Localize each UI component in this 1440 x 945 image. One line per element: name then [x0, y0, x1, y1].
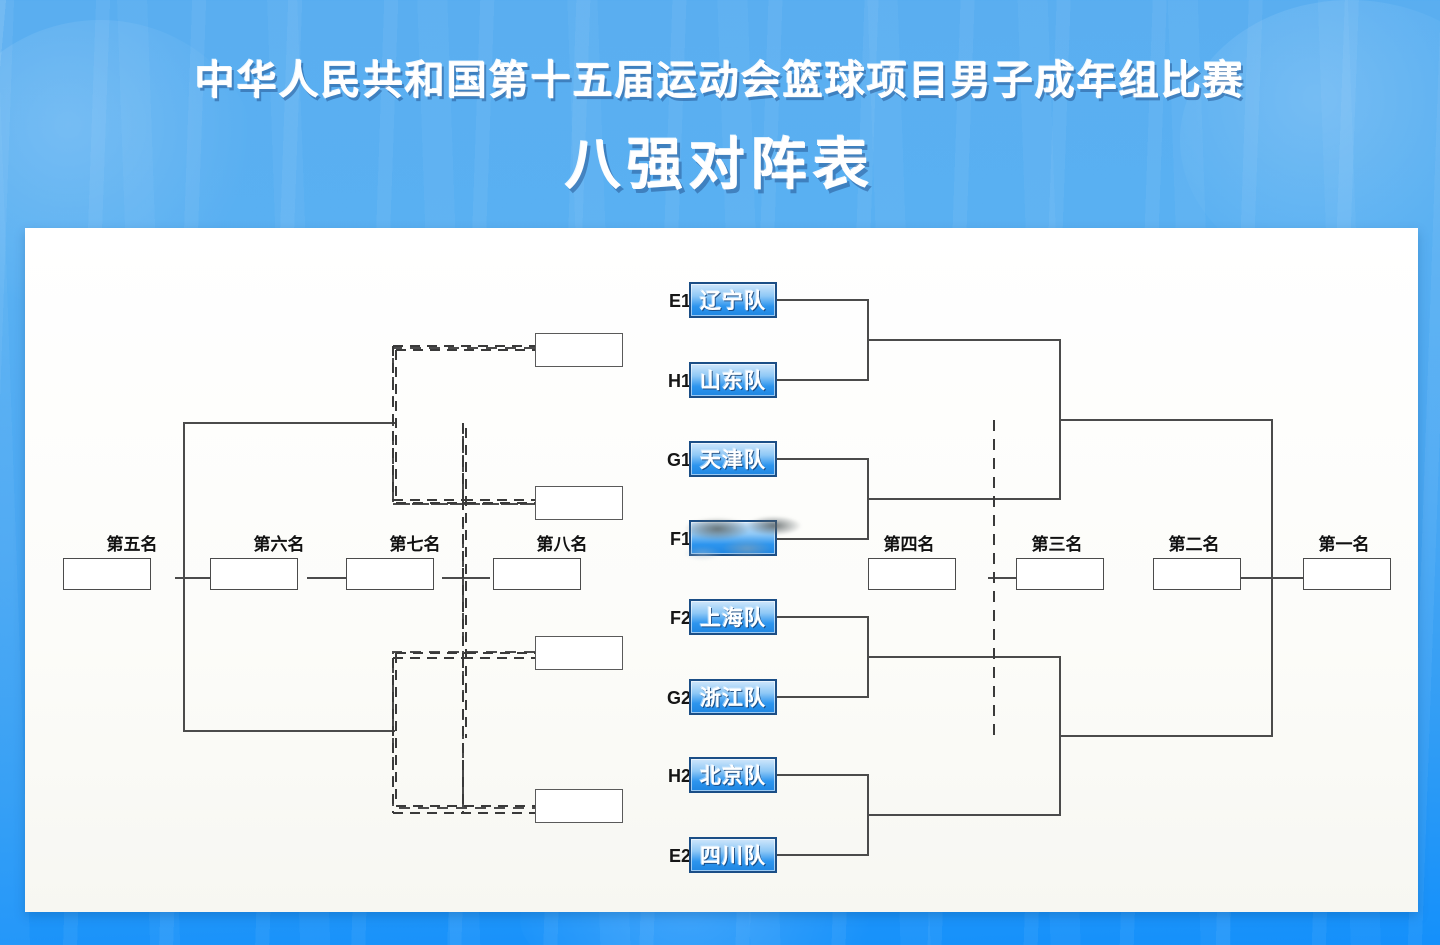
placement-slot-3[interactable]	[1016, 558, 1104, 590]
team-chip-g1[interactable]: 天津队	[689, 441, 777, 477]
seed-label-e2: E2	[668, 846, 691, 866]
result-box-l3[interactable]	[535, 636, 623, 670]
team-chip-h2[interactable]: 北京队	[689, 757, 777, 793]
bracket-lines-dashed-exact	[395, 349, 995, 807]
seed-label-h2: H2	[667, 766, 691, 786]
team-chip-e1[interactable]: 辽宁队	[689, 282, 777, 318]
seed-label-e1: E1	[668, 291, 691, 311]
placement-label-3: 第三名	[1031, 535, 1083, 554]
team-chip-f2[interactable]: 上海队	[689, 599, 777, 635]
placement-slot-6[interactable]	[210, 558, 298, 590]
placement-label-2: 第二名	[1168, 535, 1220, 554]
bracket-canvas	[25, 228, 1418, 912]
placement-slot-7[interactable]	[346, 558, 434, 590]
placement-slot-5[interactable]	[63, 558, 151, 590]
seed-label-h1: H1	[667, 371, 691, 391]
result-box-l1[interactable]	[535, 333, 623, 367]
placement-slot-4[interactable]	[868, 558, 956, 590]
placement-slot-1[interactable]	[1303, 558, 1391, 590]
bracket-lines-dashed	[392, 345, 535, 814]
placement-label-7: 第七名	[389, 535, 441, 554]
placement-label-6: 第六名	[253, 535, 305, 554]
page-header: 中华人民共和国第十五届运动会篮球项目男子成年组比赛 八强对阵表	[0, 0, 1440, 222]
page-subtitle: 八强对阵表	[565, 133, 875, 196]
team-chip-h1[interactable]: 山东队	[689, 362, 777, 398]
team-chip-f1[interactable]	[689, 520, 777, 556]
team-chip-g2[interactable]: 浙江队	[689, 679, 777, 715]
placement-label-5: 第五名	[106, 535, 158, 554]
result-box-l2[interactable]	[535, 486, 623, 520]
team-chip-e2[interactable]: 四川队	[689, 837, 777, 873]
placement-label-4: 第四名	[883, 535, 935, 554]
seed-label-g2: G2	[666, 688, 691, 708]
seed-label-g1: G1	[666, 450, 691, 470]
seed-label-f2: F2	[669, 608, 691, 628]
bracket-card: E1 辽宁队 H1 山东队 G1 天津队 F1 F2 上海队 G2 浙江队 H2…	[25, 228, 1418, 912]
placement-slot-2[interactable]	[1153, 558, 1241, 590]
placement-label-8: 第八名	[536, 535, 588, 554]
placement-slot-8[interactable]	[493, 558, 581, 590]
placement-label-1: 第一名	[1318, 535, 1370, 554]
result-box-l4[interactable]	[535, 789, 623, 823]
page-title: 中华人民共和国第十五届运动会篮球项目男子成年组比赛	[195, 59, 1245, 103]
seed-label-f1: F1	[669, 529, 691, 549]
